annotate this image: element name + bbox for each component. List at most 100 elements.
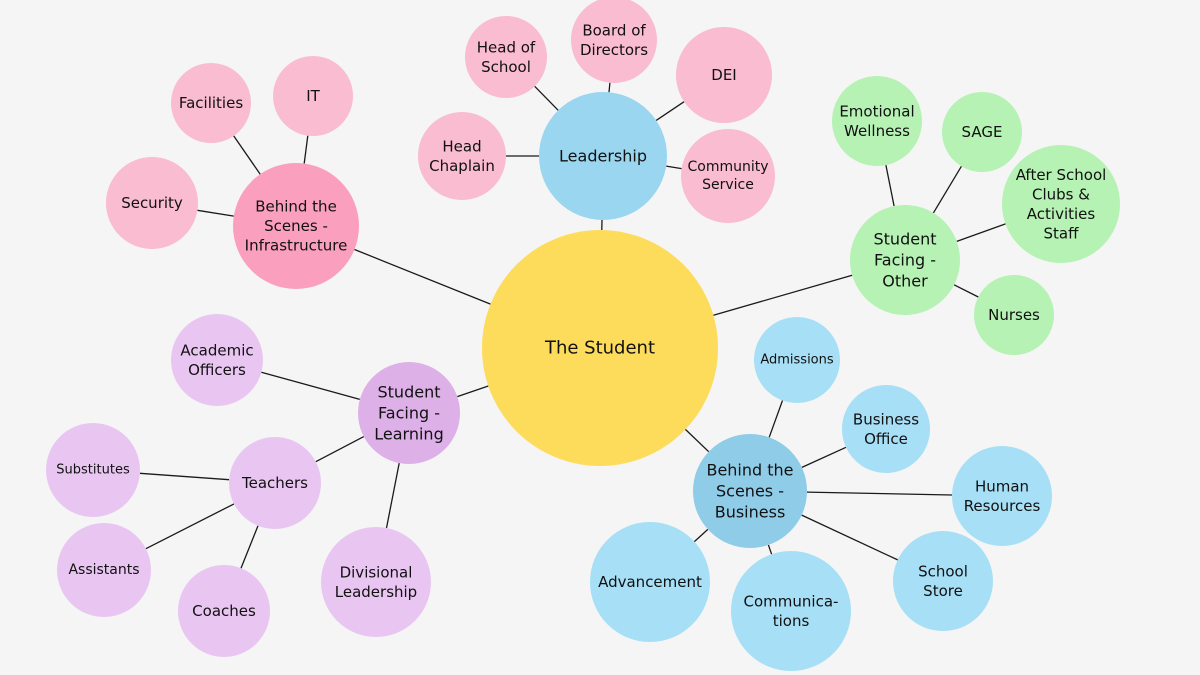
edge-student-facing-learning-to-academic-officers: [261, 371, 360, 401]
node-circle-it: [273, 56, 353, 136]
edge-teachers-to-substitutes: [139, 472, 230, 481]
node-security: Security: [106, 157, 198, 249]
node-label-head-chaplain-line-1: Head: [442, 137, 481, 155]
node-circle-security: [106, 157, 198, 249]
node-teachers: Teachers: [229, 437, 321, 529]
node-label-infrastructure-line-2: Scenes -: [264, 217, 328, 235]
node-circle-business-office: [842, 385, 930, 473]
node-label-human-resources-line-2: Resources: [964, 497, 1041, 515]
edge-student-facing-other-to-nurses: [953, 284, 979, 298]
node-communications: Communica-tions: [731, 551, 851, 671]
node-label-academic-officers-line-1: Academic: [180, 341, 253, 359]
edge-student-facing-other-to-sage: [932, 165, 962, 214]
node-label-substitutes-line-1: Substitutes: [56, 463, 130, 478]
node-label-leadership-line-1: Leadership: [559, 147, 647, 166]
node-circle-student: [482, 230, 718, 466]
node-circle-leadership: [539, 92, 667, 220]
edge-business-to-admissions: [768, 400, 784, 438]
edge-student-facing-other-to-emotional-wellness: [885, 164, 895, 207]
node-label-dei-line-1: DEI: [711, 66, 736, 84]
node-dei: DEI: [676, 27, 772, 123]
edge-teachers-to-coaches: [240, 525, 259, 569]
edge-student-facing-learning-to-teachers: [315, 436, 365, 463]
node-label-it-line-1: IT: [306, 87, 320, 105]
node-facilities: Facilities: [171, 63, 251, 143]
node-label-head-of-school-line-1: Head of: [477, 38, 536, 56]
node-label-sage-line-1: SAGE: [962, 123, 1003, 141]
node-label-after-school-line-3: Activities: [1027, 205, 1096, 223]
node-advancement: Advancement: [590, 522, 710, 642]
node-circle-community-service: [681, 129, 775, 223]
edge-leadership-to-dei: [655, 101, 685, 121]
node-circle-divisional-leadership: [321, 527, 431, 637]
node-label-community-service-line-1: Community: [687, 159, 768, 175]
edges-layer: [139, 82, 1006, 569]
node-label-divisional-leadership-line-2: Leadership: [335, 583, 417, 601]
node-admissions: Admissions: [754, 317, 840, 403]
edge-teachers-to-assistants: [145, 503, 235, 550]
node-circle-substitutes: [46, 423, 140, 517]
edge-student-to-business: [684, 428, 710, 453]
node-circle-infrastructure: [233, 163, 359, 289]
edge-infrastructure-to-it: [303, 135, 309, 164]
edge-leadership-to-community-service: [666, 165, 682, 170]
node-label-advancement-line-1: Advancement: [598, 573, 702, 591]
node-label-business-line-1: Behind the: [706, 461, 793, 480]
node-circle-student-facing-learning: [358, 362, 460, 464]
node-circle-business: [693, 434, 807, 548]
node-sage: SAGE: [942, 92, 1022, 172]
node-label-teachers-line-1: Teachers: [241, 474, 308, 492]
node-leadership: Leadership: [539, 92, 667, 220]
node-label-head-of-school-line-2: School: [481, 58, 531, 76]
node-label-student-facing-other-line-2: Facing -: [874, 251, 936, 270]
node-label-school-store-line-1: School: [918, 562, 968, 580]
node-circle-school-store: [893, 531, 993, 631]
node-circle-board-of-directors: [571, 0, 657, 83]
node-label-board-of-directors-line-2: Directors: [580, 41, 648, 59]
node-circle-human-resources: [952, 446, 1052, 546]
node-label-security-line-1: Security: [121, 194, 183, 212]
node-label-emotional-wellness-line-2: Wellness: [844, 122, 910, 140]
node-label-nurses-line-1: Nurses: [988, 306, 1040, 324]
node-label-admissions-line-1: Admissions: [760, 353, 834, 368]
node-circle-sage: [942, 92, 1022, 172]
node-nurses: Nurses: [974, 275, 1054, 355]
node-label-business-line-3: Business: [715, 502, 786, 521]
node-circle-facilities: [171, 63, 251, 143]
node-circle-academic-officers: [171, 314, 263, 406]
node-circle-coaches: [178, 565, 270, 657]
edge-infrastructure-to-security: [197, 209, 234, 217]
node-label-divisional-leadership-line-1: Divisional: [340, 563, 413, 581]
edge-business-to-communications: [767, 544, 773, 555]
node-label-communications-line-1: Communica-: [744, 592, 839, 610]
node-label-business-office-line-1: Business: [853, 410, 919, 428]
node-coaches: Coaches: [178, 565, 270, 657]
node-label-facilities-line-1: Facilities: [179, 94, 243, 112]
node-circle-head-chaplain: [418, 112, 506, 200]
node-it: IT: [273, 56, 353, 136]
node-circle-nurses: [974, 275, 1054, 355]
node-label-student-facing-other-line-3: Other: [882, 271, 928, 290]
node-circle-admissions: [754, 317, 840, 403]
node-label-student-facing-learning-line-2: Facing -: [378, 404, 440, 423]
node-label-student-line-1: The Student: [544, 338, 655, 359]
node-circle-communications: [731, 551, 851, 671]
edge-leadership-to-head-of-school: [534, 85, 559, 111]
node-label-human-resources-line-1: Human: [975, 477, 1029, 495]
node-label-student-facing-learning-line-3: Learning: [374, 424, 443, 443]
node-label-infrastructure-line-1: Behind the: [255, 198, 337, 216]
node-label-infrastructure-line-3: Infrastructure: [245, 237, 348, 255]
edge-infrastructure-to-facilities: [233, 135, 261, 175]
edge-student-to-student-facing-other: [713, 274, 853, 316]
node-label-communications-line-2: tions: [773, 612, 810, 630]
node-circle-assistants: [57, 523, 151, 617]
node-circle-advancement: [590, 522, 710, 642]
